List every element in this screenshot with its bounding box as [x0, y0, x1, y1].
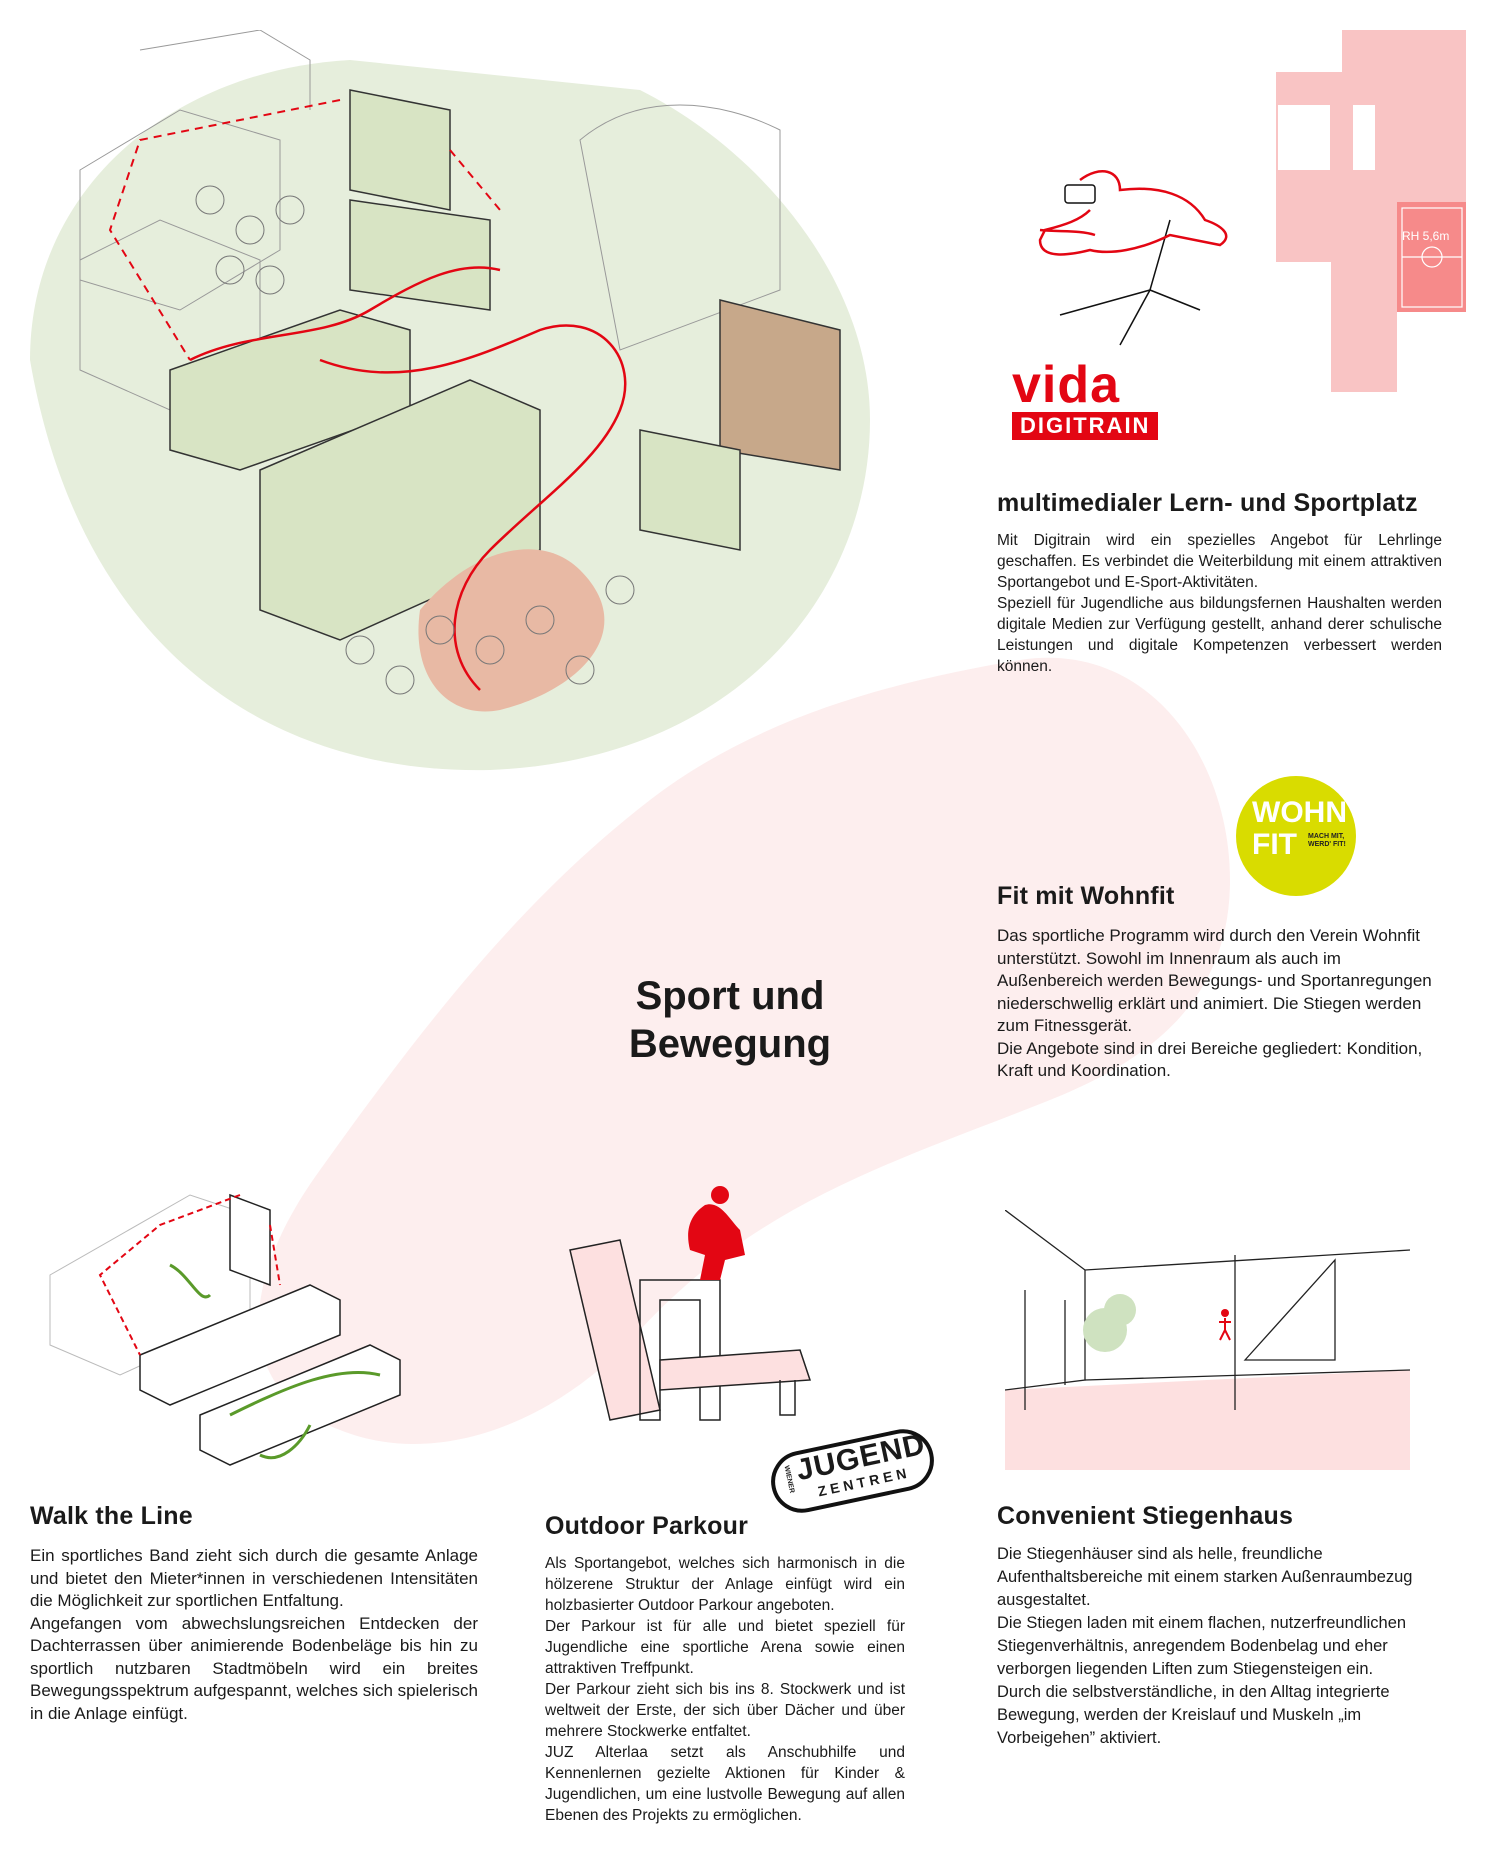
wohnfit-logo-slogan: MACH MIT, WERD' FIT! [1308, 833, 1346, 848]
wohnfit-logo-line1: WOHN [1252, 796, 1347, 829]
section-title-line2: Bewegung [628, 1022, 832, 1066]
paragraph: Als Sportangebot, welches sich harmonisc… [545, 1555, 905, 1614]
wohnfit-description: Das sportliche Programm wird durch den V… [997, 925, 1437, 1083]
parkour-description: Als Sportangebot, welches sich harmonisc… [545, 1553, 905, 1826]
section-title-line1: Sport und [635, 974, 825, 1018]
floor-plan: RH 5,6m [1276, 30, 1466, 392]
digitrain-title: multimedialer Lern- und Sportplatz [997, 489, 1418, 517]
section-title: Sport und Bewegung [560, 972, 900, 1068]
walk-the-line-illustration [49, 1193, 401, 1466]
walk-the-line-title: Walk the Line [30, 1502, 193, 1530]
jugendzentren-logo-side: WIENER [782, 1464, 796, 1494]
floor-plan-label: RH 5,6m [1402, 229, 1449, 243]
vida-digitrain-logo: vida DIGITRAIN [1012, 358, 1172, 440]
parkour-title: Outdoor Parkour [545, 1512, 749, 1540]
paragraph: Ein sportliches Band zieht sich durch di… [30, 1546, 478, 1610]
wohnfit-title: Fit mit Wohnfit [997, 882, 1175, 910]
paragraph: JUZ Alterlaa setzt als Anschubhilfe und … [545, 1744, 905, 1824]
parkour-illustration [569, 1186, 812, 1421]
paragraph: Die Angebote sind in drei Bereiche gegli… [997, 1038, 1423, 1081]
gamer-on-sport-chair-illustration [1038, 170, 1228, 346]
paragraph: Die Stiegenhäuser sind als helle, freund… [997, 1545, 1413, 1609]
paragraph: Durch die selbstverständliche, in den Al… [997, 1683, 1390, 1747]
paragraph: Der Parkour ist für alle und bietet spez… [545, 1618, 905, 1677]
walk-the-line-description: Ein sportliches Band zieht sich durch di… [30, 1545, 478, 1725]
vida-logo-text: vida [1012, 356, 1121, 414]
stairwell-illustration [1005, 1210, 1410, 1470]
paragraph: Angefangen vom abwechslungsreichen Entde… [30, 1613, 478, 1723]
digitrain-description: Mit Digitrain wird ein spezielles Angebo… [997, 530, 1442, 677]
paragraph: Die Stiegen laden mit einem flachen, nut… [997, 1614, 1407, 1678]
aerial-site-illustration [30, 30, 870, 771]
wohnfit-logo: WOHN FIT MACH MIT, WERD' FIT! [1236, 776, 1356, 896]
paragraph: Mit Digitrain wird ein spezielles Angebo… [997, 532, 1442, 591]
paragraph: Speziell für Jugendliche aus bildungsfer… [997, 595, 1442, 675]
stiegenhaus-description: Die Stiegenhäuser sind als helle, freund… [997, 1543, 1417, 1750]
paragraph: Der Parkour zieht sich bis ins 8. Stockw… [545, 1681, 905, 1740]
stiegenhaus-title: Convenient Stiegenhaus [997, 1502, 1294, 1530]
paragraph: Das sportliche Programm wird durch den V… [997, 926, 1432, 1035]
digitrain-logo-text: DIGITRAIN [1012, 412, 1159, 440]
wohnfit-logo-line2: FIT [1252, 828, 1297, 861]
